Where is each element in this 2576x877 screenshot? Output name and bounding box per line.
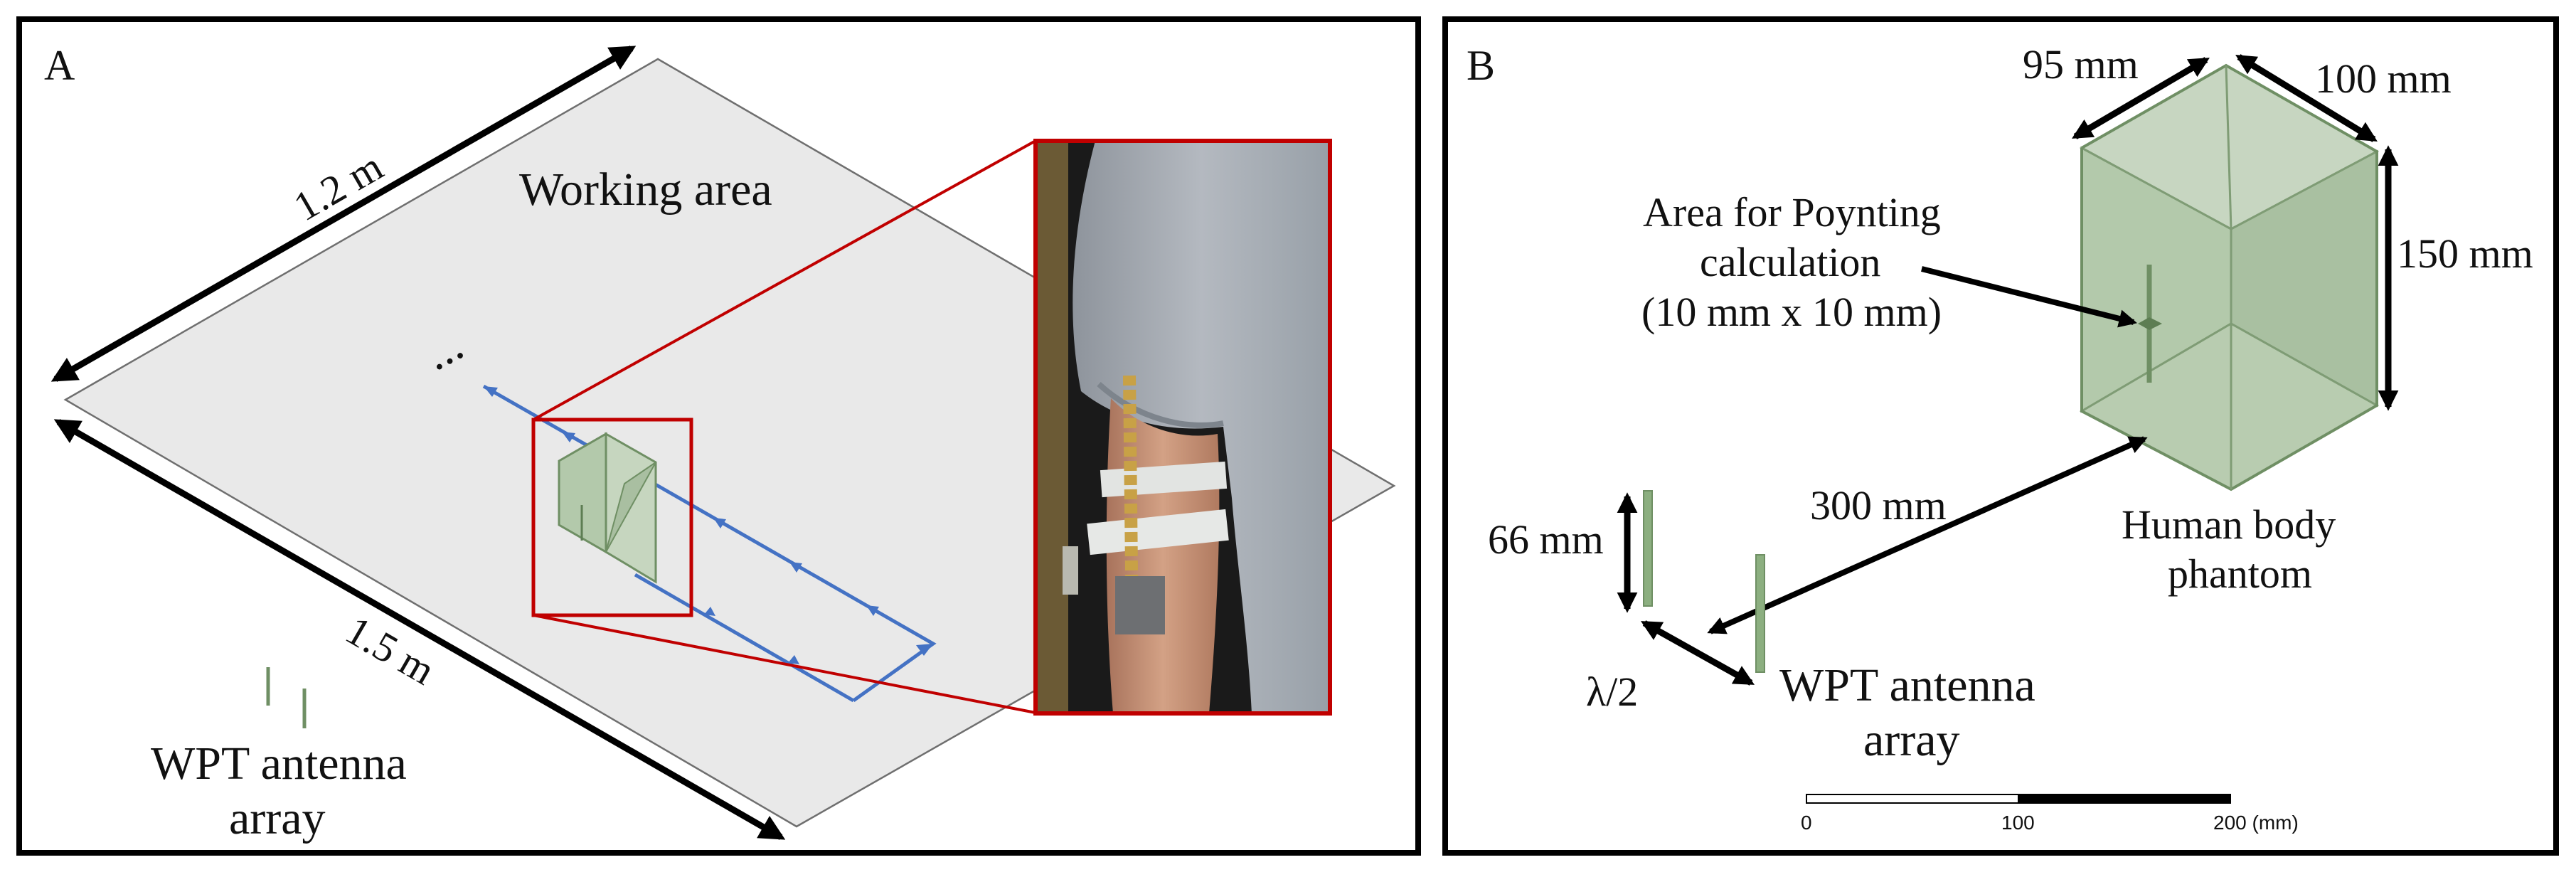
poynting-label-line1: Area for Poynting [1643, 189, 1941, 235]
antenna-label-b-line1: WPT antenna [1779, 659, 2035, 711]
dim-100-label: 100 mm [2315, 55, 2452, 102]
distance-300-arrow [1707, 436, 2148, 634]
width-dimension-arrow [50, 46, 637, 382]
dim-150-label: 150 mm [2397, 230, 2533, 277]
zoom-line-top [533, 139, 1036, 421]
panel-b: B 95 mm 100 mm 150 mm Area for Poynting … [1442, 16, 2559, 856]
antenna-b-element-1 [1643, 490, 1653, 607]
scale-tick-0: 0 [1801, 812, 1812, 834]
photo-frame [1033, 139, 1332, 716]
photo-sleeve-edge [1097, 382, 1224, 428]
scale-bar-black-segment [2018, 794, 2231, 804]
antenna-label-a-line2: array [229, 792, 326, 844]
working-area-label: Working area [519, 164, 772, 216]
distance-300-label: 300 mm [1810, 482, 1947, 528]
path-arrow-4 [713, 518, 726, 528]
antenna-label-b-line2: array [1863, 714, 1960, 766]
panel-a-letter: A [44, 42, 75, 89]
path-arrow-2 [484, 386, 498, 397]
panel-a: A 1.2 m 1.5 m Working area ... [16, 16, 1421, 856]
panel-b-frame [1442, 16, 2559, 856]
poynting-area-marker [2138, 317, 2162, 330]
antenna-label-a-line1: WPT antenna [151, 738, 407, 790]
dim-95-arrow [2072, 57, 2210, 139]
scan-path-arrowheads [484, 386, 933, 664]
photo-tag [1063, 546, 1078, 595]
phantom-label-line2: phantom [2168, 551, 2312, 597]
dim-66-label: 66 mm [1488, 516, 1604, 563]
path-arrow-5 [789, 562, 802, 573]
photo-arm [1106, 398, 1220, 713]
scale-tick-200: 200 (mm) [2213, 812, 2299, 834]
scale-tick-100: 100 [2001, 812, 2035, 834]
lambda-half-label: λ/2 [1586, 669, 1638, 715]
scale-bar-white-segment [1806, 794, 2019, 804]
phantom-label-line1: Human body [2122, 501, 2336, 548]
phantom-small [558, 432, 657, 584]
path-arrow-8 [788, 655, 799, 664]
path-arrow-1 [916, 644, 933, 656]
photo-inset [1033, 139, 1332, 716]
dim-100-arrow [2235, 54, 2378, 142]
zoom-line-bottom [533, 614, 1036, 714]
phantom-box [2079, 63, 2380, 491]
poynting-label-line2: calculation [1700, 239, 1880, 285]
antenna-array-b [1643, 490, 1765, 673]
dim-95-label: 95 mm [2023, 41, 2139, 87]
scan-path-line-lower [634, 573, 855, 703]
panel-b-letter: B [1467, 42, 1495, 89]
lambda-half-arrow [1640, 620, 1755, 686]
poynting-pointer-arrow [1921, 266, 2137, 328]
path-arrow-7 [704, 607, 715, 616]
antenna-b-element-2 [1755, 554, 1765, 673]
phantom-small-inner [605, 462, 656, 553]
path-arrow-3 [562, 432, 575, 442]
path-arrow-6 [866, 605, 879, 616]
photo-door-left [1036, 141, 1068, 713]
scale-bar: 0 100 200 (mm) [1801, 794, 2299, 834]
photo-sensor-board [1115, 576, 1165, 634]
antenna-array-small [266, 667, 307, 728]
length-dimension-arrow [53, 419, 786, 840]
zoom-box [531, 418, 693, 617]
photo-strap-lower [1087, 509, 1229, 556]
poynting-label-line3: (10 mm x 10 mm) [1641, 289, 1942, 335]
phantom-inner-edge [2225, 65, 2232, 230]
